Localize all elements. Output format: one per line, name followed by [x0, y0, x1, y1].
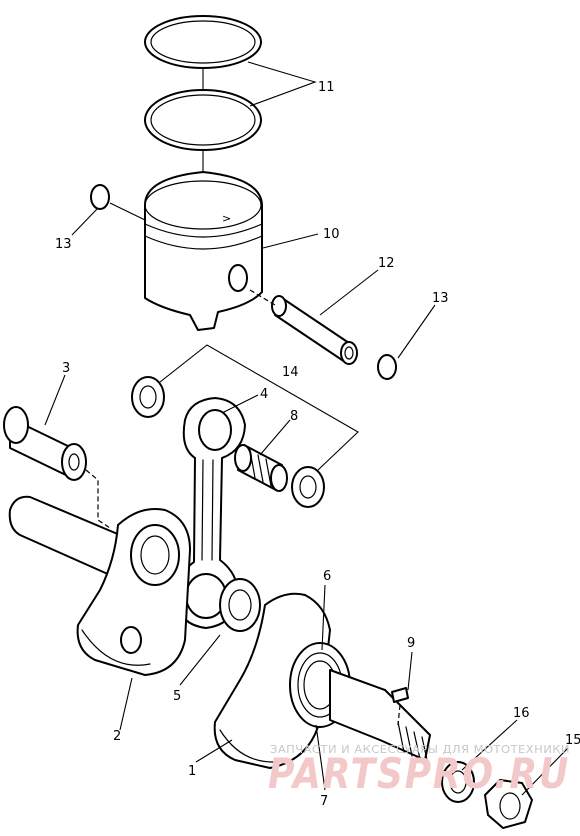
callout-4: 4: [260, 387, 268, 402]
leader-9: [407, 651, 413, 691]
circlip-axis-line: [109, 202, 146, 221]
needle-bearing: [234, 444, 288, 492]
callout-2: 2: [113, 729, 121, 744]
callout-7: 7: [320, 794, 328, 809]
callout-6: 6: [323, 569, 331, 584]
leader-5: [179, 634, 221, 686]
leader-7: [315, 724, 326, 791]
key-axis-line: [397, 704, 401, 726]
callout-8: 8: [290, 409, 298, 424]
leader-6: [321, 584, 326, 651]
leader-12: [319, 269, 379, 316]
main-bearing: [219, 578, 261, 632]
callout-13-left: 13: [55, 237, 72, 252]
washer-bracket-line: [159, 344, 359, 471]
piston-pin: [271, 295, 358, 365]
leader-15: [521, 747, 569, 796]
watermark-brand: PARTSPRO.RU: [268, 749, 570, 798]
callout-11: 11: [318, 80, 335, 95]
connecting-rod: [173, 397, 246, 629]
callout-9: 9: [407, 636, 415, 651]
watermark-tagline: ЗАПЧАСТИ И АКСЕССУАРЫ ДЛЯ МОТОТЕХНИКИ: [270, 743, 570, 756]
leader-lines: [44, 61, 569, 796]
piston-direction-mark: >: [222, 212, 231, 225]
leader-13b: [397, 304, 436, 359]
callout-12: 12: [378, 256, 395, 271]
circlip-right: [377, 354, 397, 380]
crank-pin-axis-line: [85, 469, 111, 529]
piston-ring-lower: [144, 89, 262, 151]
piston: >: [144, 171, 263, 331]
callout-15: 15: [565, 733, 580, 748]
callout-16: 16: [513, 706, 530, 721]
callout-14: 14: [282, 365, 299, 380]
piston-ring-upper: [144, 15, 262, 69]
crankshaft-half-left: [8, 495, 191, 676]
leader-4: [221, 394, 259, 414]
leader-16: [461, 719, 518, 771]
leader-10: [262, 233, 319, 249]
nut: [484, 779, 533, 829]
watermark: ЗАПЧАСТИ И АКСЕССУАРЫ ДЛЯ МОТОТЕХНИКИ PA…: [268, 743, 570, 798]
callout-5: 5: [173, 689, 181, 704]
crankshaft-shaft: [329, 669, 431, 761]
crank-pin: [3, 406, 87, 481]
circlip-left: [90, 184, 110, 210]
leader-3: [44, 374, 66, 426]
callout-10: 10: [323, 227, 340, 242]
callout-13-right: 13: [432, 291, 449, 306]
callout-3: 3: [62, 361, 70, 376]
washer: [441, 761, 475, 803]
pin-axis-line: [249, 289, 276, 306]
thrust-washer-upper: [131, 376, 165, 418]
callout-1: 1: [188, 764, 196, 779]
woodruff-key: [391, 687, 409, 703]
leader-8: [259, 419, 291, 456]
leader-1: [195, 739, 233, 763]
leader-2: [119, 677, 133, 731]
leader-13a: [71, 207, 99, 236]
crankshaft-half-right: [213, 592, 331, 769]
thrust-washer-lower: [291, 466, 325, 508]
leader-11: [247, 61, 317, 107]
